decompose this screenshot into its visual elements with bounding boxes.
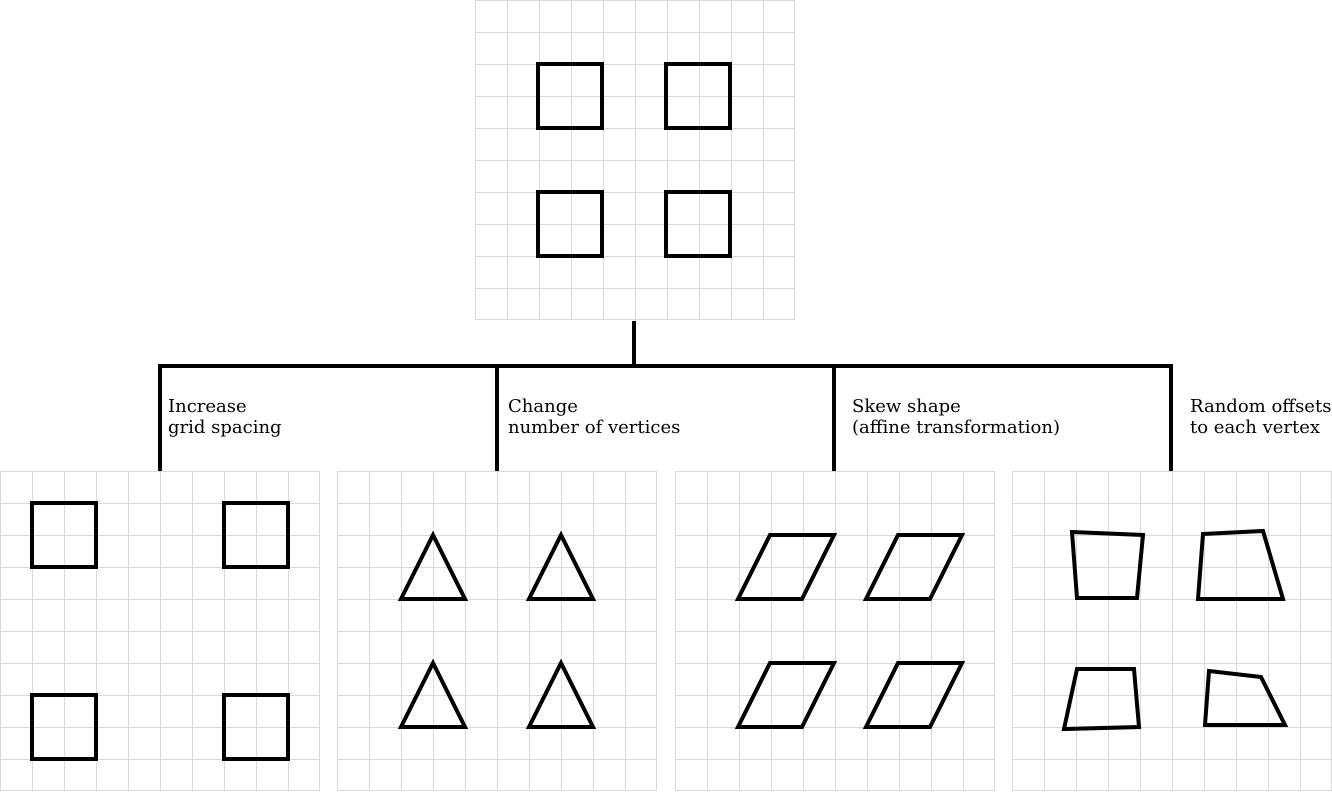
root-square-bottom-left bbox=[536, 190, 604, 258]
panel-grid-spacing bbox=[0, 471, 320, 791]
branch-label-skew-line-2: (affine transformation) bbox=[852, 417, 1061, 438]
spaced-square-bottom-right bbox=[222, 693, 290, 761]
triangle-top-right bbox=[525, 530, 597, 601]
tree-connectors bbox=[158, 321, 1173, 471]
branch-label-vertices: Change number of vertices bbox=[508, 396, 680, 438]
grid-frame bbox=[337, 471, 657, 791]
root-grid bbox=[475, 0, 795, 320]
triangle-top-left bbox=[397, 530, 469, 601]
root-square-top-left bbox=[536, 62, 604, 130]
spaced-square-bottom-left bbox=[30, 693, 98, 761]
skew-grid bbox=[675, 471, 995, 791]
spaced-square-top-right bbox=[222, 501, 290, 569]
spaced-square-top-left bbox=[30, 501, 98, 569]
panel-vertices bbox=[337, 471, 657, 791]
branch-label-grid-spacing: Increase grid spacing bbox=[168, 396, 282, 438]
branch-label-random-offsets-line-2: to each vertex bbox=[1190, 417, 1321, 438]
grid-spacing-grid bbox=[0, 471, 320, 791]
triangle-bottom-right bbox=[525, 658, 597, 729]
root-panel bbox=[475, 0, 795, 320]
grid-frame bbox=[675, 471, 995, 791]
random-offsets-grid bbox=[1012, 471, 1332, 791]
root-square-bottom-right bbox=[664, 190, 732, 258]
parallelogram-bottom-left bbox=[734, 661, 838, 729]
branch-label-random-offsets: Random offsets to each vertex bbox=[1190, 396, 1331, 438]
parallelogram-bottom-right bbox=[862, 661, 966, 729]
parallelogram-top-right bbox=[862, 533, 966, 601]
branch-label-grid-spacing-line-2: grid spacing bbox=[168, 417, 282, 438]
root-square-top-right bbox=[664, 62, 732, 130]
grid-frame bbox=[475, 0, 795, 320]
branch-label-skew-line-1: Skew shape bbox=[852, 396, 961, 417]
parallelogram-top-left bbox=[734, 533, 838, 601]
branch-label-random-offsets-line-1: Random offsets bbox=[1190, 396, 1332, 417]
panel-random-offsets bbox=[1012, 471, 1332, 791]
jittered-quad-bottom-right bbox=[1202, 668, 1289, 727]
branch-label-skew: Skew shape (affine transformation) bbox=[852, 396, 1060, 438]
jittered-quad-top-left bbox=[1069, 529, 1146, 600]
vertices-grid bbox=[337, 471, 657, 791]
panel-skew bbox=[675, 471, 995, 791]
branch-label-grid-spacing-line-1: Increase bbox=[168, 396, 247, 417]
jittered-quad-bottom-left bbox=[1061, 667, 1142, 732]
branch-label-vertices-line-2: number of vertices bbox=[508, 417, 681, 438]
jittered-quad-top-right bbox=[1195, 528, 1286, 601]
grid-frame bbox=[0, 471, 320, 791]
triangle-bottom-left bbox=[397, 658, 469, 729]
branch-label-vertices-line-1: Change bbox=[508, 396, 578, 417]
